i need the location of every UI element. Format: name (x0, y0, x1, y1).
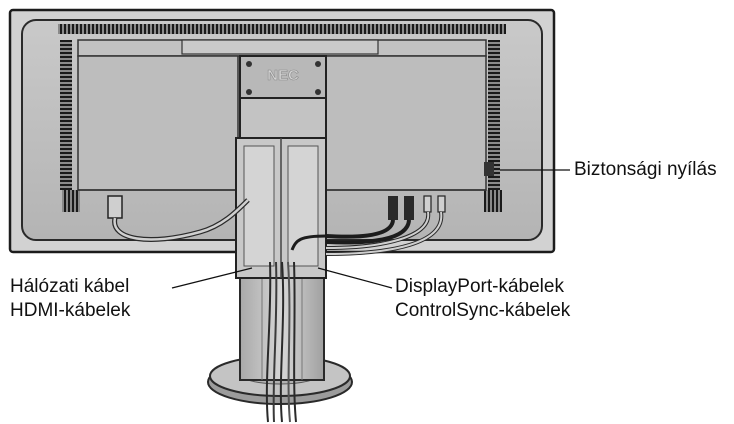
left-cable-labels: Hálózati kábel HDMI-kábelek (10, 275, 130, 323)
leader-lines (171, 169, 570, 289)
power-cable (107, 195, 250, 243)
left-leader (171, 267, 253, 289)
controlsync-cables-label: ControlSync-kábelek (395, 300, 571, 321)
left-vent (60, 40, 72, 190)
signal-connectors (290, 195, 446, 256)
security-slot (484, 162, 494, 176)
brand-logo: NEC (267, 67, 299, 84)
right-cable-labels: DisplayPort-kábelek ControlSync-kábelek (395, 275, 570, 323)
cable-cover (235, 137, 327, 279)
right-vent (488, 40, 500, 190)
power-cable-label: Hálózati kábel (10, 276, 130, 297)
hdmi-cables-label: HDMI-kábelek (10, 300, 131, 321)
top-vent (58, 24, 506, 34)
stand-mount: NEC (239, 55, 327, 139)
right-leader (317, 267, 393, 289)
security-slot-text: Biztonsági nyílás (574, 159, 717, 180)
security-slot-label: Biztonsági nyílás (574, 158, 717, 182)
displayport-cables-label: DisplayPort-kábelek (395, 276, 564, 297)
cable-bundle (265, 261, 297, 423)
